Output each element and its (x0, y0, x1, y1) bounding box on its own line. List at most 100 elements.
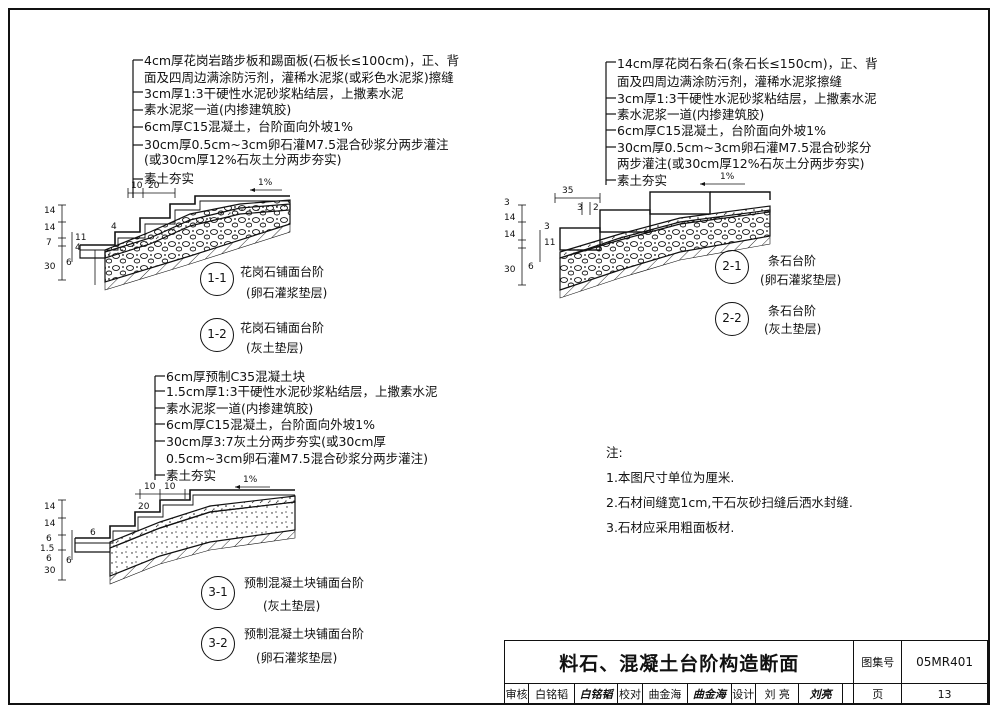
check-label: 校对 (617, 683, 643, 705)
slope-label: 1% (243, 475, 258, 485)
layer-text: 素水泥浆一道(内掺建筑胶) (166, 401, 314, 416)
section-caption: 花岗石铺面台阶 (240, 265, 325, 279)
section-caption-sub: (灰土垫层) (246, 341, 304, 355)
dim-label: 6 (90, 528, 96, 538)
layer-text: 6cm厚C15混凝土，台阶面向外坡1% (166, 417, 375, 432)
section-caption-sub: (灰土垫层) (764, 322, 822, 336)
layer-text: 素土夯实 (144, 171, 195, 186)
section-caption: 预制混凝土块铺面台阶 (244, 576, 365, 590)
dim-label: 30 (44, 566, 56, 576)
section-caption-sub: (灰土垫层) (263, 599, 321, 613)
design-label: 设计 (730, 683, 756, 705)
check-signature: 曲金海 (687, 683, 732, 705)
section-marker: 1-2 (200, 318, 234, 352)
spacer-cell (841, 683, 855, 705)
notes-block: 注: 1.本图尺寸单位为厘米. 2.石材间缝宽1cm,干石灰砂扫缝后洒水封缝. … (606, 440, 853, 540)
dim-label: 3 (577, 203, 583, 213)
dim-label: 20 (148, 181, 160, 191)
dim-label: 35 (562, 186, 574, 196)
section-caption: 花岗石铺面台阶 (240, 321, 325, 335)
layer-text: 14cm厚花岗石条石(条石长≤150cm)，正、背 (617, 56, 878, 71)
dim-label: 6 (528, 262, 534, 272)
dim-label: 4 (75, 243, 81, 253)
section-marker: 1-1 (200, 262, 234, 296)
dim-label: 14 (44, 223, 56, 233)
layer-text: 面及四周边满涂防污剂，灌稀水泥浆(或彩色水泥浆)擦缝 (144, 70, 454, 85)
dim-label: 7 (46, 238, 52, 248)
section-caption-sub: (卵石灌浆垫层) (246, 286, 328, 300)
review-name: 白铭韬 (528, 683, 575, 705)
section-caption: 条石台阶 (768, 254, 817, 268)
dim-label: 14 (44, 502, 56, 512)
dim-label: 1.5 (40, 544, 55, 554)
section-marker: 3-1 (201, 576, 235, 610)
notes-title: 注: (606, 445, 623, 460)
review-signature: 白铭韬 (573, 683, 619, 705)
layer-text: (或30cm厚12%石灰土分两步夯实) (144, 152, 342, 167)
dim-label: 3 (544, 222, 550, 232)
note-item: 1.本图尺寸单位为厘米. (606, 470, 735, 485)
layer-text: 6cm厚预制C35混凝土块 (166, 369, 306, 384)
slope-label: 1% (258, 178, 273, 188)
design-signature: 刘亮 (798, 683, 843, 705)
dim-label: 6 (66, 258, 72, 268)
section-caption-sub: (卵石灌浆垫层) (760, 273, 842, 287)
layer-text: 素土夯实 (166, 468, 217, 483)
title-block: 料石、混凝土台阶构造断面 图集号 05MR401 审核 白铭韬 白铭韬 校对 曲… (503, 640, 988, 705)
layer-text: 3cm厚1:3干硬性水泥砂浆粘结层，上撒素水泥 (617, 91, 877, 106)
dim-label: 20 (138, 502, 150, 512)
dim-label: 2 (593, 203, 599, 213)
review-label: 审核 (503, 683, 530, 705)
section-caption-sub: (卵石灌浆垫层) (256, 651, 338, 665)
layer-text: 30cm厚3:7灰土分两步夯实(或30cm厚 (166, 434, 386, 449)
layer-text: 素土夯实 (617, 173, 668, 188)
layer-text: 1.5cm厚1:3干硬性水泥砂浆粘结层，上撒素水泥 (166, 384, 438, 399)
dim-label: 10 (131, 181, 143, 191)
section-caption: 条石台阶 (768, 304, 817, 318)
dim-label: 6 (46, 554, 52, 564)
layer-text: 面及四周边满涂防污剂，灌稀水泥浆擦缝 (617, 74, 843, 89)
layer-text: 6cm厚C15混凝土，台阶面向外坡1% (617, 123, 826, 138)
dim-label: 14 (44, 206, 56, 216)
layer-text: 30cm厚0.5cm~3cm卵石灌M7.5混合砂浆分两步灌注 (144, 137, 449, 152)
dim-label: 10 (144, 482, 156, 492)
layer-text: 两步灌注(或30cm厚12%石灰土分两步夯实) (617, 156, 865, 171)
page-label: 页 (853, 683, 903, 705)
atlas-number: 05MR401 (901, 640, 988, 684)
dim-label: 6 (46, 534, 52, 544)
layer-text: 素水泥浆一道(内掺建筑胶) (144, 102, 292, 117)
dim-label: 30 (44, 262, 56, 272)
dim-label: 14 (504, 213, 516, 223)
section-marker: 2-1 (715, 250, 749, 284)
layer-text: 3cm厚1:3干硬性水泥砂浆粘结层，上撒素水泥 (144, 86, 404, 101)
layer-text: 30cm厚0.5cm~3cm卵石灌M7.5混合砂浆分 (617, 140, 872, 155)
layer-text: 6cm厚C15混凝土，台阶面向外坡1% (144, 119, 353, 134)
drawing-frame (8, 8, 990, 705)
dim-label: 6 (66, 556, 72, 566)
dim-label: 11 (544, 238, 556, 248)
layer-text: 素水泥浆一道(内掺建筑胶) (617, 107, 765, 122)
design-name: 刘 亮 (754, 683, 800, 705)
note-item: 2.石材间缝宽1cm,干石灰砂扫缝后洒水封缝. (606, 495, 853, 510)
dim-label: 3 (504, 198, 510, 208)
section-marker: 2-2 (715, 302, 749, 336)
dim-label: 30 (504, 265, 516, 275)
section-caption: 预制混凝土块铺面台阶 (244, 627, 365, 641)
drawing-title: 料石、混凝土台阶构造断面 (503, 640, 855, 684)
page-number: 13 (901, 683, 988, 705)
layer-text: 4cm厚花岗岩踏步板和踢面板(石板长≤100cm)，正、背 (144, 53, 460, 68)
check-name: 曲金海 (641, 683, 689, 705)
dim-label: 10 (164, 482, 176, 492)
note-item: 3.石材应采用粗面板材. (606, 520, 735, 535)
dim-label: 11 (75, 233, 87, 243)
dim-label: 14 (504, 230, 516, 240)
section-3-drawing (58, 375, 296, 585)
slope-label: 1% (720, 172, 735, 182)
section-marker: 3-2 (201, 627, 235, 661)
atlas-label: 图集号 (853, 640, 903, 684)
dim-label: 4 (111, 222, 117, 232)
dim-label: 14 (44, 519, 56, 529)
layer-text: 0.5cm~3cm卵石灌M7.5混合砂浆分两步灌注) (166, 451, 428, 466)
section-1-drawing (58, 59, 291, 291)
